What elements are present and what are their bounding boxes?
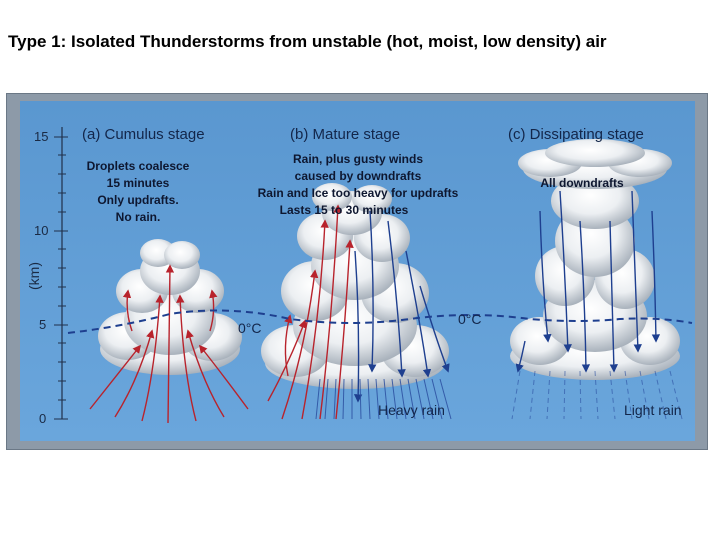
thunderstorm-diagram: 15 10 5 0 (km) [20, 101, 695, 441]
precip-label-light: Light rain [624, 402, 682, 418]
stage-heading-dissipating: (c) Dissipating stage [508, 126, 644, 143]
axis-tick-label: 5 [39, 317, 46, 332]
freezing-label-dissipating: 0°C [458, 311, 482, 327]
precip-label-heavy: Heavy rain [378, 402, 445, 418]
note-line: Only updrafts. [97, 193, 178, 207]
figure-frame: 15 10 5 0 (km) [6, 93, 708, 450]
note-line: All downdrafts [540, 176, 624, 190]
cumulus-notes: Droplets coalesce 15 minutes Only updraf… [87, 159, 190, 224]
note-line: 15 minutes [107, 176, 170, 190]
cumulus-updraft-arrows [89, 264, 249, 424]
light-rain-streaks [511, 370, 683, 420]
note-line: Lasts 15 to 30 minutes [280, 203, 409, 217]
note-line: Rain and Ice too heavy for updrafts [258, 186, 459, 200]
heavy-rain-streaks [315, 378, 452, 420]
mature-notes: Rain, plus gusty winds caused by downdra… [258, 152, 459, 217]
freezing-label-mature: 0°C [238, 320, 262, 336]
stage-heading-mature: (b) Mature stage [290, 126, 400, 143]
note-line: No rain. [116, 210, 161, 224]
dissipating-downdraft-arrows [515, 190, 661, 373]
stage-heading-cumulus: (a) Cumulus stage [82, 126, 205, 143]
axis-tick-label: 0 [39, 411, 46, 426]
axis-label: (km) [26, 262, 42, 290]
dissipating-cloud [510, 139, 680, 380]
note-line: caused by downdrafts [295, 169, 422, 183]
altitude-axis: 15 10 5 0 (km) [26, 127, 68, 426]
axis-tick-label: 10 [34, 223, 48, 238]
axis-tick-label: 15 [34, 129, 48, 144]
note-line: Droplets coalesce [87, 159, 190, 173]
mature-updraft-arrows [267, 204, 354, 420]
note-line: Rain, plus gusty winds [293, 152, 423, 166]
slide-title: Type 1: Isolated Thunderstorms from unst… [8, 32, 607, 51]
